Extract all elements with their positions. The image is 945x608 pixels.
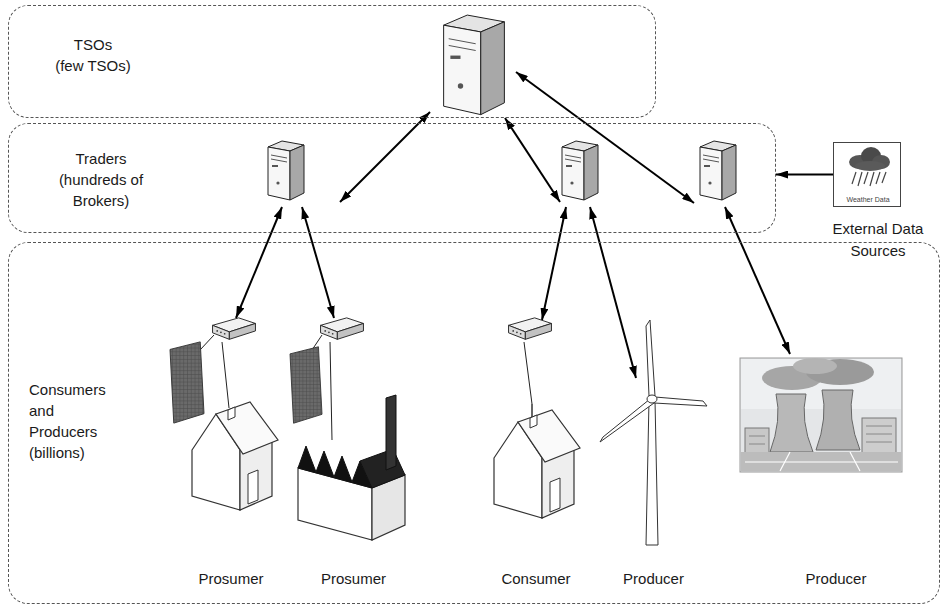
tier-arrow [236,207,282,318]
prosumer-house [192,402,278,510]
node-label: Prosumer [291,568,416,589]
producer-node: Producer [741,301,931,593]
wind-turbine [646,400,658,545]
node-label: Prosumer [176,568,286,589]
power-plant [866,442,892,443]
power-plant [866,426,892,427]
weather-icon [855,161,885,171]
wind-turbine [647,395,657,403]
weather-icon [870,172,874,186]
power-plant [741,452,901,471]
data-arrow [776,174,833,176]
prosumer-factory [290,318,405,540]
tier-arrow [302,207,334,318]
weather-icon [849,147,890,186]
prosumer-house [200,335,214,350]
tier-band: Consumers and Producers (billions) Prosum… [8,242,940,604]
wind-turbine [654,397,707,406]
wind-turbine [646,320,655,396]
tier-arrow [516,72,694,203]
tso-server [444,15,505,115]
power-plant [749,444,765,445]
power-plant [862,418,896,454]
box-text: Weather Data [834,195,902,204]
tso-server [444,15,505,115]
power-plant [780,452,790,471]
prosumer-house [170,342,204,423]
wind-turbine [600,399,654,442]
node-label: Producer [601,568,706,589]
prosumer-factory [321,318,364,339]
consumer-node: Consumer [486,301,586,593]
prosumer-house [222,342,229,408]
prosumer-factory [290,347,322,423]
tier-band: Traders (hundreds of Brokers) [8,123,776,233]
node-label: Producer [741,568,931,589]
tier-arrow [340,112,430,202]
node-label: TSOs (few TSOs) [49,34,137,76]
tier-arrow [725,207,790,354]
consumer-house [524,342,532,404]
weather-icon [858,172,862,186]
tier-band: TSOs (few TSOs) [8,5,656,118]
prosumer-house [170,318,278,510]
prosumer-node: Prosumer [176,301,286,593]
prosumer-node: Prosumer [291,301,416,593]
power-plant [745,428,769,454]
node-label: Consumers and Producers (billions) [29,379,115,463]
weather-icon [876,172,880,184]
consumer-house [509,318,552,339]
power-plant [816,390,860,450]
tier-arrow [505,118,560,202]
data-source-box: Weather DataExternal Data Sources [833,142,901,207]
power-plant [866,434,892,435]
weather-icon [864,172,868,184]
power-plant [740,358,902,472]
consumer-house [494,318,580,518]
prosumer-factory [298,446,372,488]
power-plant [741,359,901,409]
power-plant [745,461,898,462]
trader-server [700,141,736,200]
prosumer-house [213,318,256,339]
prosumer-factory [330,342,332,440]
producer-node: Producer [601,301,706,593]
power-plant [770,394,813,452]
weather-icon [882,172,886,183]
node-label: Consumer [486,568,586,589]
power-plant [749,426,892,444]
power-plant [745,452,898,471]
consumer-house [494,410,580,518]
weather-icon [852,172,886,186]
node-label: Traders (hundreds of Brokers) [45,148,157,211]
prosumer-factory [360,449,405,488]
weather-icon [852,172,856,184]
trader-server [562,141,598,200]
node-label: External Data Sources [818,218,938,262]
wind-turbine [600,320,707,545]
power-plant [850,452,860,471]
prosumer-factory [386,395,396,470]
trader-server [268,141,736,200]
power-plant [749,436,765,437]
tier-arrow [542,207,566,320]
power-plant [740,358,902,472]
trader-server [268,141,304,200]
power-plant [793,358,837,374]
